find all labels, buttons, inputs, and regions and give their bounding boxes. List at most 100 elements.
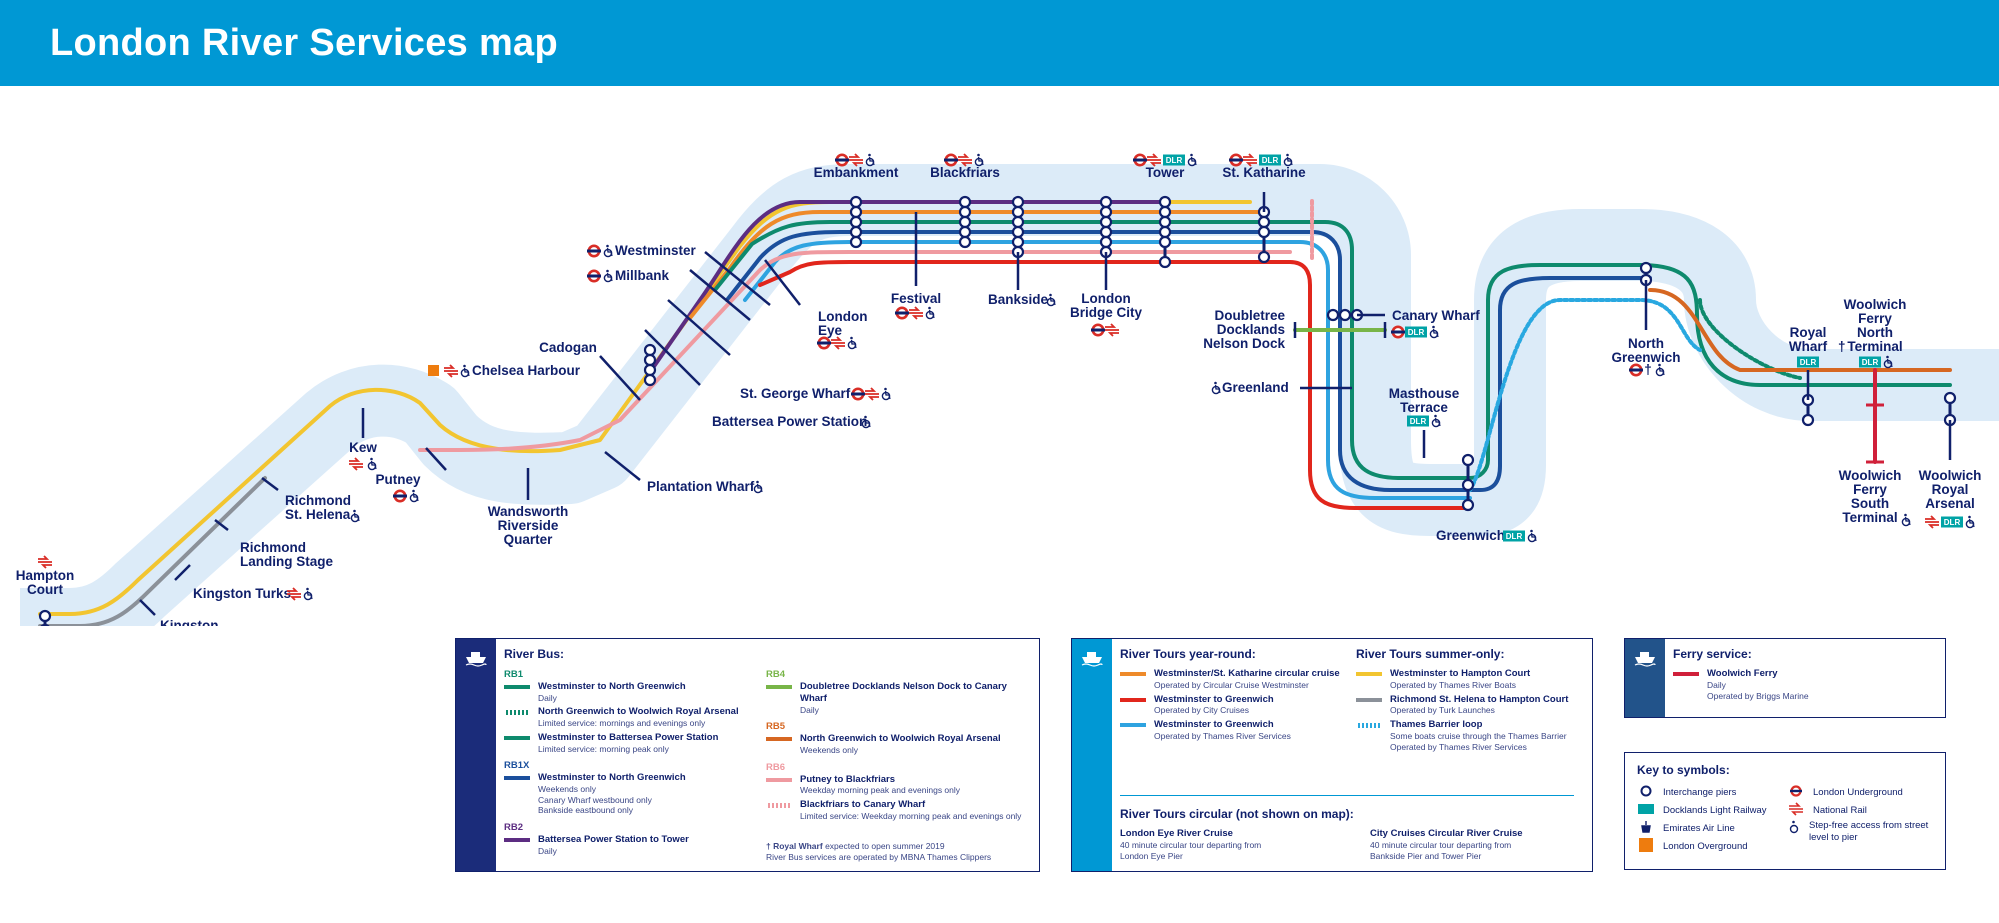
pier-chelsea-harbour-dummy[interactable] [643,343,657,387]
wheelchair-icon [460,364,470,378]
label-st-george: St. George Wharf [740,386,851,401]
tours-summer-col: River Tours summer-only: Westminster to … [1356,647,1588,755]
wheelchair-icon [1187,152,1197,167]
route-code: RB2 [504,822,524,833]
key-label: London Overground [1663,841,1748,853]
rail-icon [37,555,53,569]
label-kew: Kew [349,440,377,455]
wheelchair-icon [1787,820,1801,839]
legend-item: Doubletree Docklands Nelson Dock to Cana… [766,681,1036,715]
pier-london-bridge-city[interactable] [1099,195,1113,259]
pier-canary-wharf[interactable] [1338,308,1352,322]
label-greenland: Greenland [1222,380,1289,395]
legend-item: North Greenwich to Woolwich Royal Arsena… [504,706,754,729]
route-summer-richmond [38,476,267,626]
pier-putney[interactable] [425,447,447,471]
legend-item-note: Weekends only [800,745,858,755]
legend-swatch [1120,672,1146,676]
route-rb2 [646,200,1167,377]
pier-cadogan[interactable] [599,355,641,401]
legend-item-note: Some boats cruise through the Thames Bar… [1390,730,1567,752]
footnote-bold: † Royal Wharf [766,841,823,851]
label-bankside: Bankside [988,292,1049,307]
rail-icon [443,364,459,378]
roundel-icon [1089,323,1107,337]
legend-swatch [504,684,530,689]
route-code: RB6 [766,761,786,773]
pier-richmond-landing[interactable] [214,519,229,531]
pier-blackfriars[interactable] [958,195,972,249]
circular-tour-name: City Cruises Circular River Cruise [1370,828,1523,839]
legend-item-name: Thames Barrier loop [1390,719,1483,730]
wheelchair-icon [1965,515,1975,529]
tours-year-col: River Tours year-round: Westminster/St. … [1120,647,1350,745]
wheelchair-icon [1046,293,1056,307]
pier-embankment[interactable] [849,195,863,249]
pier-bankside[interactable] [1011,195,1025,259]
pier-tower[interactable] [1158,195,1172,269]
route-code: RB4 [766,669,786,680]
pier-hampton-court[interactable] [38,609,52,626]
pier-plantation-wharf[interactable] [604,451,641,481]
wheelchair-icon [1429,325,1439,339]
dlr-icon [1859,356,1881,368]
route-city-cruises [758,260,1472,510]
pier-battersea-power[interactable] [644,329,701,386]
pier-millbank[interactable] [689,269,751,321]
pier-kingston-town-end[interactable] [139,599,156,616]
wheelchair-icon [409,489,419,503]
legend-item: Westminster/St. Katharine circular cruis… [1120,668,1350,691]
dlr-icon [1503,530,1525,542]
ferry-swatch [1673,672,1699,676]
boat-icon [465,652,487,667]
wheelchair-icon [603,243,613,258]
wheelchair-icon [303,587,313,601]
pier-richmond-st-helena[interactable] [261,477,279,491]
label-chelsea-harbour: Chelsea Harbour [472,363,581,378]
label-kingston-turks: Kingston Turks [193,586,291,601]
rail-icon [1787,802,1805,821]
key-row: London Underground [1787,784,1937,802]
interchange-icon [1637,784,1655,803]
label-battersea-power: Battersea Power Station [712,414,867,429]
legend-item-name: Westminster/St. Katharine circular cruis… [1154,668,1340,679]
ferry-item-name: Woolwich Ferry [1707,668,1778,679]
legend-swatch [1120,723,1146,727]
roundel-icon [893,306,911,320]
legend-item-note: Weekday morning peak and evenings only [800,785,961,796]
legend-item-note: Limited service: morning peak only [538,743,669,754]
pier-kingston-turks[interactable] [174,564,191,581]
rail-icon [864,387,880,401]
river-bus-title: River Bus: [504,647,565,661]
dagger-icon: † [1838,339,1846,354]
key-label: Docklands Light Railway [1663,805,1767,817]
rail-icon [830,336,846,350]
wheelchair-icon [1211,381,1221,395]
key-row: Interchange piers [1637,784,1787,802]
rail-icon [1104,323,1120,337]
pier-greenwich[interactable] [1461,453,1475,512]
pier-london-eye[interactable] [764,259,801,306]
legend-item-name: Putney to Blackfriars [800,773,896,785]
pier-st-george[interactable] [667,299,731,356]
pier-westminster[interactable] [704,251,771,306]
legend-item-name: North Greenwich to Woolwich Royal Arsena… [800,733,1001,745]
pier-st-katharine[interactable] [1257,205,1271,264]
route-code: RB5 [766,721,786,733]
key-label: London Underground [1813,787,1903,799]
